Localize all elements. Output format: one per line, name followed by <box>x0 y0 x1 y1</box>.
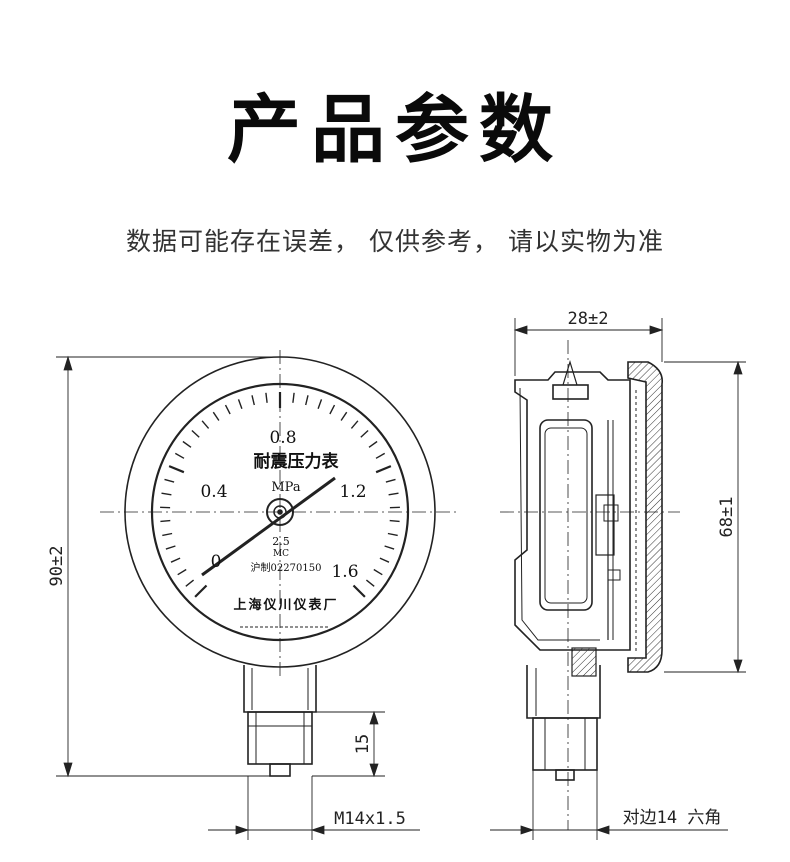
dial-tick <box>350 420 359 429</box>
dim-label-case: 68±1 <box>717 497 737 538</box>
dial-tick <box>340 411 348 421</box>
dial-tick <box>305 395 309 406</box>
socket-hex <box>247 711 313 765</box>
socket-weld-section <box>571 647 597 677</box>
dial-tick <box>389 519 400 523</box>
scale-label-0-4: 0.4 <box>200 482 227 502</box>
scale-label-1-6: 1.6 <box>331 562 358 582</box>
dial-tick <box>384 545 395 550</box>
thread-tip-side <box>555 769 575 781</box>
pointer-hub <box>266 498 294 526</box>
dial-tick <box>165 545 176 550</box>
dial-tick <box>292 392 295 403</box>
socket-side-hex <box>532 717 598 771</box>
accuracy-class: 2.5 <box>272 535 290 548</box>
scale-label-0: 0 <box>211 552 222 572</box>
dial-tick <box>160 519 171 523</box>
dial-tick <box>168 465 185 474</box>
dial-tick <box>177 568 187 576</box>
dim-label-height: 90±2 <box>47 546 67 587</box>
dial-tick <box>251 395 255 406</box>
dial-tick <box>161 492 172 496</box>
license-number: 沪制02270150 <box>251 561 322 574</box>
dial-tick <box>375 465 392 474</box>
dim-label-hex: 对边14 六角 <box>623 808 722 828</box>
movement-block <box>595 494 615 556</box>
gauge-unit: MPa <box>271 480 300 495</box>
dial-tick <box>212 411 220 421</box>
dial-tick <box>201 420 210 429</box>
dial-tick <box>368 440 378 448</box>
dial-tick <box>375 452 386 459</box>
dial-tick <box>379 557 390 563</box>
dial-tick <box>224 404 231 415</box>
front-view <box>56 350 460 840</box>
maker-name: 上海仪川仪表厂 <box>233 597 338 613</box>
pointer-pin <box>277 509 283 515</box>
dial-tick <box>360 429 369 438</box>
dial-tick <box>194 584 208 598</box>
disclaimer-text: 数据可能存在误差， 仅供参考， 请以实物为准 <box>126 227 664 256</box>
dial-tick <box>329 404 336 415</box>
fill-plug <box>552 384 589 400</box>
dial-tick <box>385 478 396 483</box>
dim-label-thread: M14x1.5 <box>334 809 406 829</box>
pointer-hub-inner <box>273 505 287 519</box>
gauge-name: 耐震压力表 <box>254 451 340 472</box>
side-view <box>490 318 746 840</box>
bezel-ring-section <box>627 361 664 673</box>
dial-tick <box>352 584 366 598</box>
dial-tick <box>373 568 383 576</box>
page-title: 产品参数 <box>227 87 563 173</box>
dial-tick <box>317 399 323 410</box>
dial-tick <box>164 478 175 483</box>
gauge-pointer <box>201 476 336 577</box>
dial-tick <box>162 532 173 537</box>
dial-tick <box>174 452 185 459</box>
scale-label-0-8: 0.8 <box>269 428 296 448</box>
inner-window <box>539 419 593 611</box>
dial-tick <box>182 440 192 448</box>
dial-tick <box>170 557 181 563</box>
dial-tick <box>265 392 268 403</box>
dial-tick <box>388 492 399 496</box>
dim-label-depth: 28±2 <box>568 309 609 329</box>
thread-tip <box>269 763 291 777</box>
dial-tick <box>191 429 200 438</box>
dial-tick <box>237 399 243 410</box>
fill-plug-tip <box>562 359 578 386</box>
dial-tick <box>365 579 375 587</box>
scale-label-1-2: 1.2 <box>339 482 366 502</box>
dial-tick <box>387 532 398 537</box>
dim-label-thread-length: 15 <box>353 734 373 754</box>
dial-ticks <box>160 392 400 598</box>
dial-tick <box>185 579 195 587</box>
mc-mark: MC <box>273 549 289 559</box>
